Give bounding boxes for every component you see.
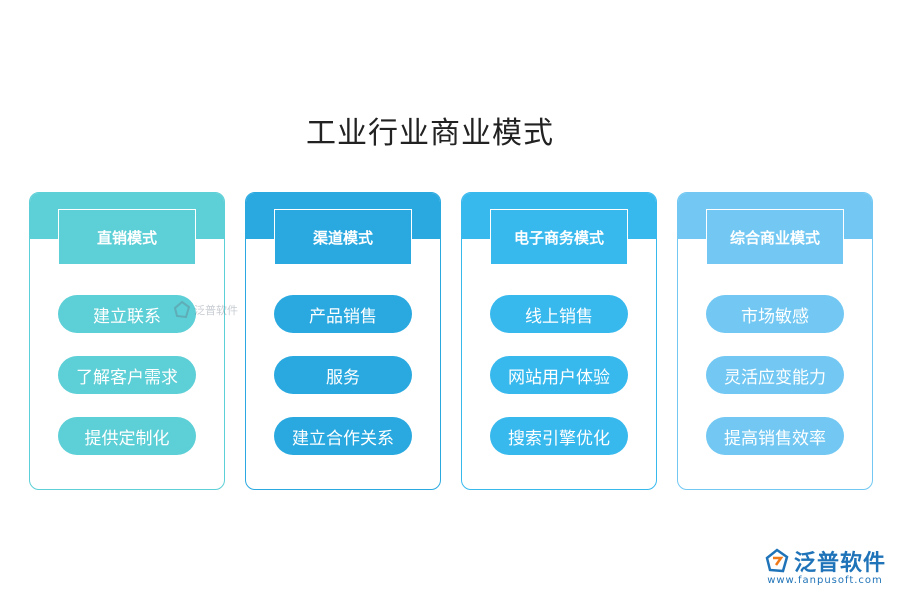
card-ecommerce: 电子商务模式 线上销售 网站用户体验 搜索引擎优化 xyxy=(461,192,657,490)
card-item: 灵活应变能力 xyxy=(706,356,844,394)
watermark-logo-icon xyxy=(173,300,191,319)
card-integrated: 综合商业模式 市场敏感 灵活应变能力 提高销售效率 xyxy=(677,192,873,490)
brand-logo-icon xyxy=(765,548,789,573)
card-item: 服务 xyxy=(274,356,412,394)
watermark-text: 泛普软件 xyxy=(194,304,238,317)
card-item: 建立合作关系 xyxy=(274,417,412,455)
card-item: 产品销售 xyxy=(274,295,412,333)
card-item: 提高销售效率 xyxy=(706,417,844,455)
card-heading: 直销模式 xyxy=(58,209,196,265)
brand-name: 泛普软件 xyxy=(793,551,886,576)
brand-logo: 泛普软件 www.fanpusoft.com xyxy=(764,545,886,586)
card-channel: 渠道模式 产品销售 服务 建立合作关系 xyxy=(245,192,441,490)
card-heading: 电子商务模式 xyxy=(490,209,628,265)
diagram-title: 工业行业商业模式 xyxy=(306,116,554,151)
card-item: 搜索引擎优化 xyxy=(490,417,628,455)
card-item: 提供定制化 xyxy=(58,417,196,455)
card-direct-sales: 直销模式 建立联系 了解客户需求 提供定制化 xyxy=(29,192,225,490)
brand-url: www.fanpusoft.com xyxy=(767,575,883,586)
card-item: 了解客户需求 xyxy=(58,356,196,394)
card-heading: 综合商业模式 xyxy=(706,209,844,265)
watermark: 泛普软件 xyxy=(172,300,238,320)
card-item: 市场敏感 xyxy=(706,295,844,333)
card-item: 线上销售 xyxy=(490,295,628,333)
card-heading: 渠道模式 xyxy=(274,209,412,265)
card-item: 网站用户体验 xyxy=(490,356,628,394)
card-item: 建立联系 xyxy=(58,295,196,333)
